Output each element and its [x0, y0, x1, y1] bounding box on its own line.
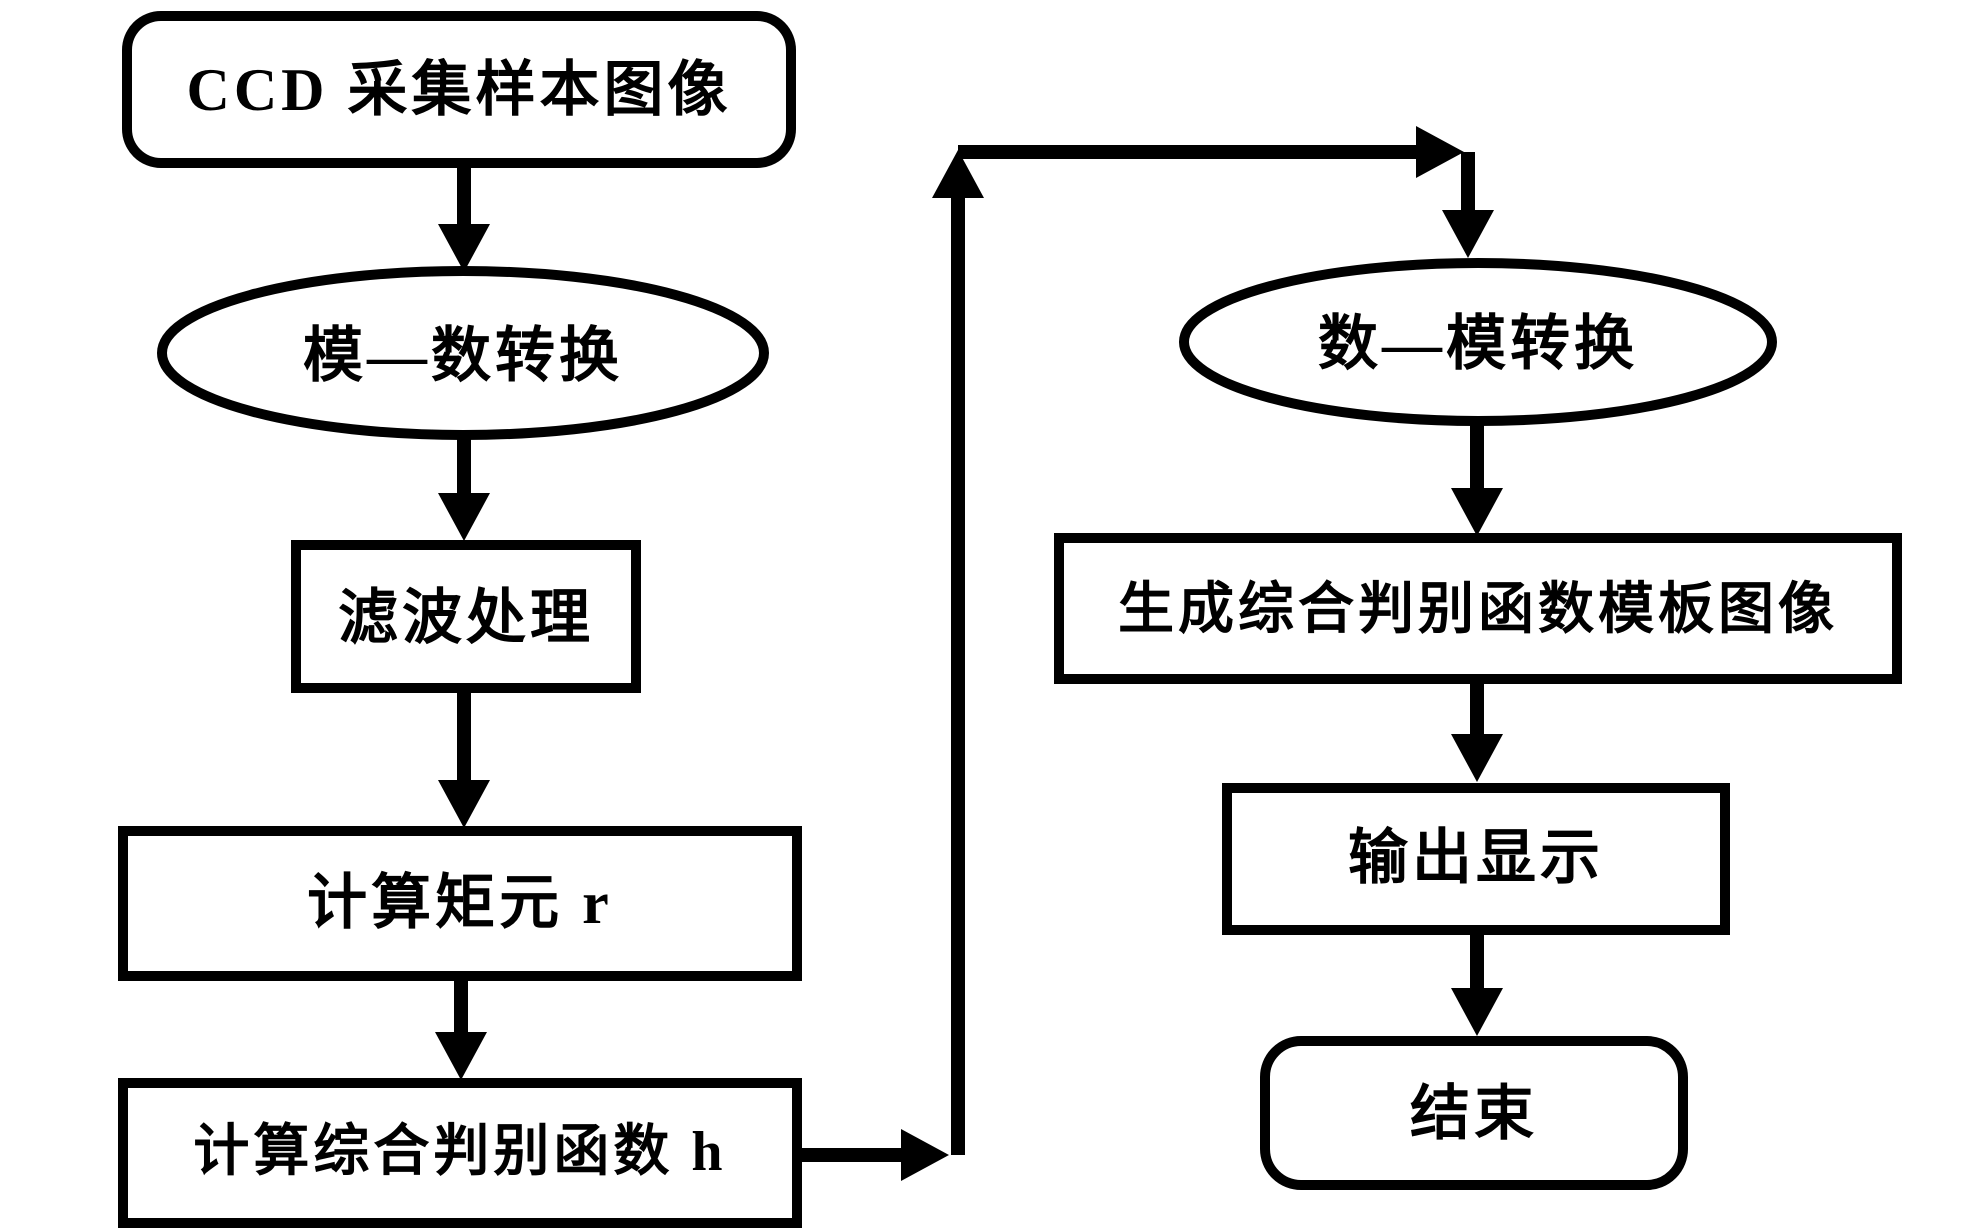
edge-filter-to-moment [438, 688, 490, 828]
arrowhead-down-icon [438, 780, 490, 828]
template-image-label: 生成综合判别函数模板图像 [1118, 579, 1838, 641]
template-image-box [1054, 533, 1902, 684]
arrowhead-down-icon [1451, 488, 1503, 536]
arrowhead-down-icon [1442, 210, 1494, 258]
arrowhead-down-icon [1451, 734, 1503, 782]
discriminant-h-label: 计算综合判别函数 h [193, 1121, 726, 1183]
moment-r-label: 计算矩元 r [307, 870, 613, 936]
da-convert-ellipse [1179, 258, 1777, 426]
filter-label: 滤波处理 [338, 585, 594, 651]
end-box [1260, 1036, 1688, 1190]
node-template-image: 生成综合判别函数模板图像 [1054, 533, 1902, 684]
ccd-capture-label: CCD 采集样本图像 [187, 57, 732, 123]
edge-output-to-end [1451, 930, 1503, 1036]
arrowhead-up-icon [932, 150, 984, 198]
arrowhead-down-icon [1451, 988, 1503, 1036]
da-convert-label: 数—模转换 [1318, 311, 1638, 377]
edge-dac-to-template [1451, 424, 1503, 536]
node-ccd-capture: CCD 采集样本图像 [122, 11, 796, 168]
node-discriminant-h: 计算综合判别函数 h [118, 1078, 802, 1228]
arrowhead-down-icon [438, 493, 490, 541]
edge-moment-to-discriminant [435, 976, 487, 1080]
edge-template-to-output [1451, 679, 1503, 782]
edge-capture-to-adc [438, 164, 490, 272]
node-da-convert: 数—模转换 [1179, 258, 1777, 426]
edge-discriminant-to-dac [797, 126, 1494, 1181]
node-end: 结束 [1260, 1036, 1688, 1190]
arrowhead-right-icon [1416, 126, 1464, 178]
node-filter: 滤波处理 [291, 540, 641, 693]
arrowhead-down-icon [435, 1032, 487, 1080]
output-display-label: 输出显示 [1348, 825, 1604, 891]
end-label: 结束 [1410, 1081, 1538, 1147]
arrowhead-right-icon [901, 1129, 949, 1181]
edge-adc-to-filter [438, 435, 490, 541]
arrowhead-down-icon [438, 224, 490, 272]
filter-box [291, 540, 641, 693]
node-moment-r: 计算矩元 r [118, 826, 802, 981]
discriminant-h-box [118, 1078, 802, 1228]
node-ad-convert: 模—数转换 [157, 266, 769, 440]
ad-convert-label: 模—数转换 [303, 323, 623, 389]
ccd-capture-box [122, 11, 796, 168]
node-output-display: 输出显示 [1222, 783, 1730, 935]
